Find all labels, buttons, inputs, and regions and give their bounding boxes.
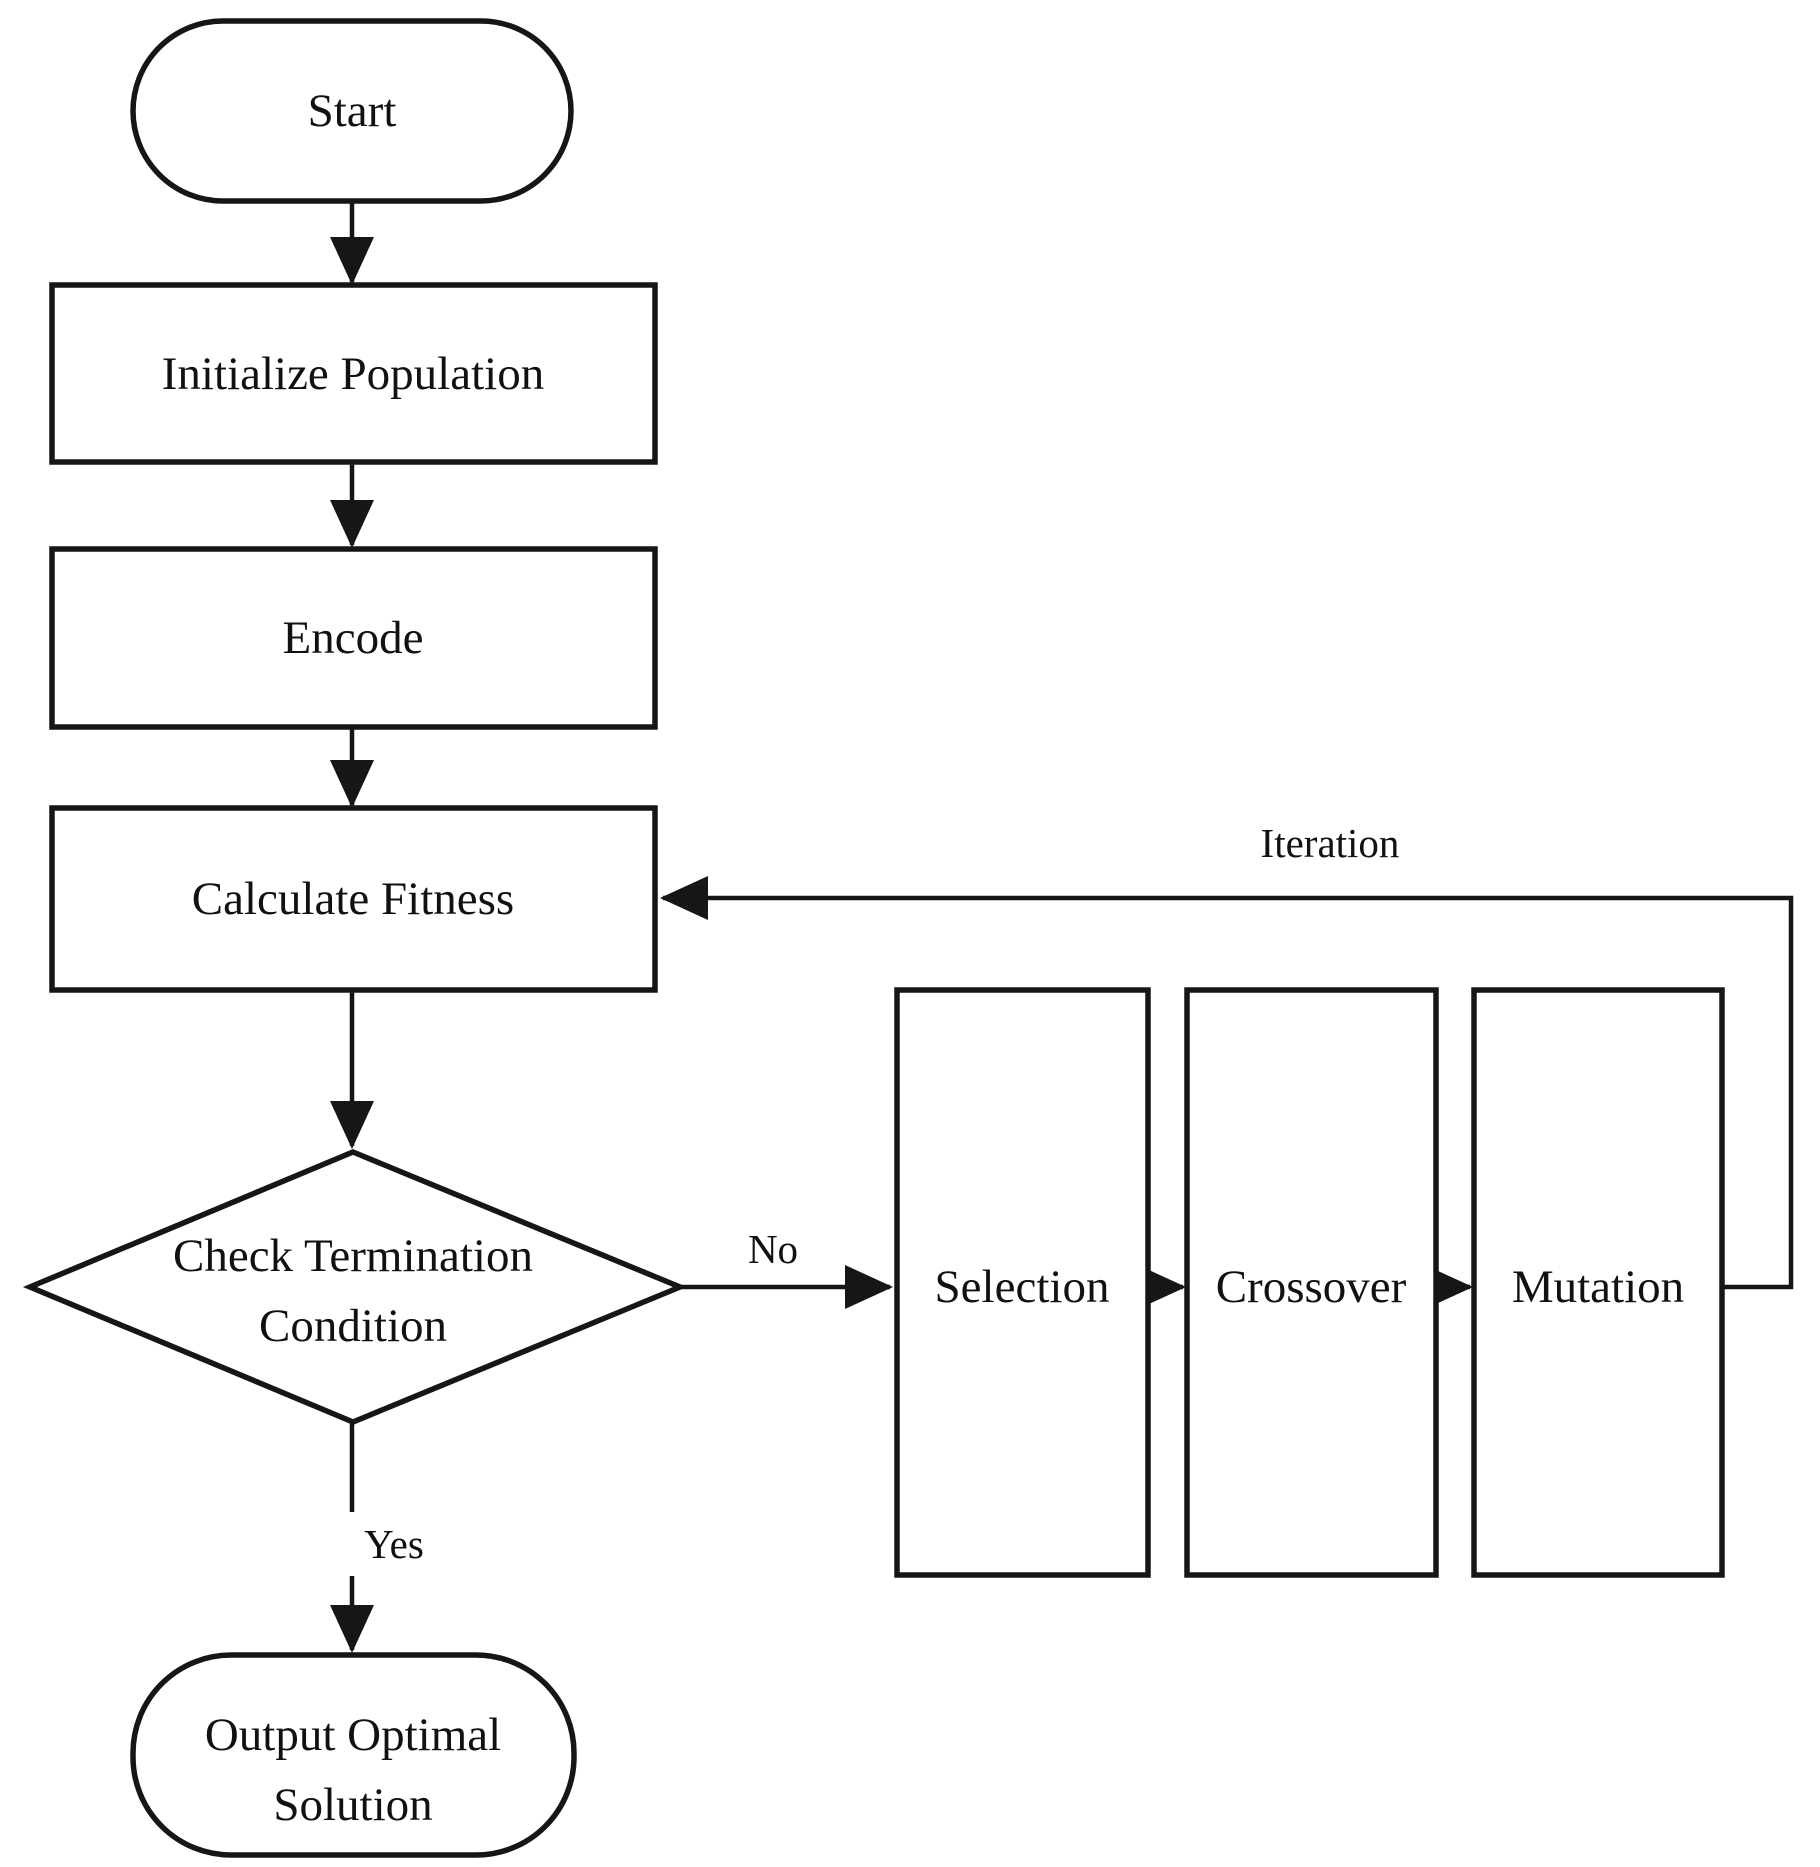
node-encode: Encode xyxy=(49,546,658,730)
calculate-fitness-label: Calculate Fitness xyxy=(192,873,514,925)
yes-label-backdrop xyxy=(349,1512,439,1576)
output-label-line2: Solution xyxy=(273,1779,432,1831)
encode-rect xyxy=(49,546,658,730)
selection-rect xyxy=(894,987,1151,1578)
node-check-termination: Check Termination Condition xyxy=(22,1149,688,1425)
start-terminator-shape xyxy=(130,18,574,204)
node-mutation: Mutation xyxy=(1471,987,1725,1578)
selection-label: Selection xyxy=(935,1261,1110,1313)
label-no: No xyxy=(748,1226,798,1272)
check-termination-label-line1: Check Termination xyxy=(173,1230,533,1282)
mutation-rect xyxy=(1471,987,1725,1578)
check-termination-label-line2: Condition xyxy=(259,1300,447,1352)
node-calculate-fitness: Calculate Fitness xyxy=(49,805,658,993)
encode-label: Encode xyxy=(283,612,424,664)
output-terminator-shape xyxy=(130,1652,577,1858)
node-initialize-population: Initialize Population xyxy=(49,282,658,465)
output-label-line1: Output Optimal xyxy=(205,1709,501,1761)
node-selection: Selection xyxy=(894,987,1151,1578)
crossover-label: Crossover xyxy=(1216,1261,1407,1313)
start-label: Start xyxy=(308,85,397,137)
node-start: Start xyxy=(130,18,574,204)
node-output-optimal-solution: Output Optimal Solution xyxy=(130,1652,577,1858)
crossover-rect xyxy=(1184,987,1439,1578)
initialize-population-rect xyxy=(49,282,658,465)
label-iteration: Iteration xyxy=(1261,820,1400,866)
node-crossover: Crossover xyxy=(1184,987,1439,1578)
calculate-fitness-rect xyxy=(49,805,658,993)
label-yes: Yes xyxy=(364,1521,424,1567)
edge-iteration-return xyxy=(660,876,1794,1290)
mutation-label: Mutation xyxy=(1512,1261,1684,1313)
initialize-population-label: Initialize Population xyxy=(162,348,544,400)
decision-diamond xyxy=(22,1149,688,1425)
